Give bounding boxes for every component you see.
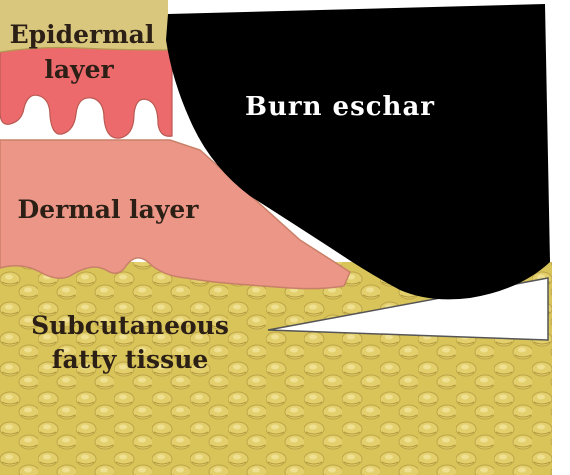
subcutaneous-label-line1: Subcutaneous	[31, 311, 229, 340]
epidermal-label-line1: Epidermal	[10, 20, 155, 49]
subcutaneous-label-line2: fatty tissue	[52, 345, 209, 374]
epidermal-label-line2: layer	[44, 55, 114, 84]
dermal-layer-label: Dermal layer	[18, 195, 200, 224]
burn-eschar-label: Burn eschar	[245, 92, 435, 122]
